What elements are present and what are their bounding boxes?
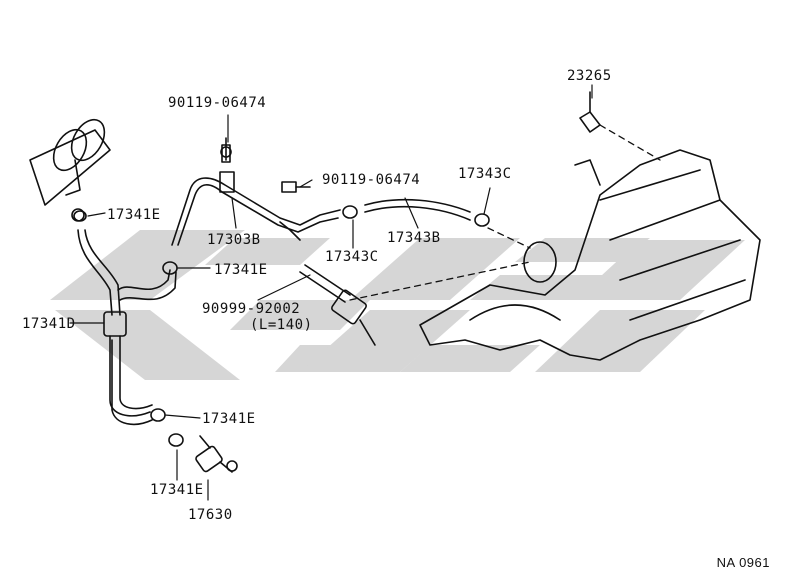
clamp-17341e-low <box>150 408 166 422</box>
label-17341e-low: 17341E <box>202 411 256 427</box>
label-23265: 23265 <box>567 68 612 84</box>
bolt-90119-upper <box>221 144 231 163</box>
diagram-code: NA 0961 <box>716 555 770 570</box>
clamp-17343c-right <box>474 213 490 227</box>
hose-17341d <box>77 229 177 426</box>
label-90119-lower: 90119-06474 <box>322 172 421 188</box>
watermark-logo <box>50 230 745 380</box>
dashed-guides <box>349 124 661 301</box>
leader-lines <box>69 84 593 501</box>
clamp-17343c-left <box>342 205 358 219</box>
label-17341e-mid: 17341E <box>214 262 268 278</box>
pipe-17303b <box>171 137 341 246</box>
label-17341d: 17341D <box>22 316 76 332</box>
intake-manifold <box>419 149 761 361</box>
hose-90999-92002 <box>299 264 376 346</box>
label-90999-92002: 90999-92002 <box>202 301 301 317</box>
label-17343b: 17343B <box>387 230 441 246</box>
hose-17343b <box>364 198 471 221</box>
label-17341e-top: 17341E <box>107 207 161 223</box>
label-90119-upper: 90119-06474 <box>168 95 267 111</box>
label-17303b: 17303B <box>207 232 261 248</box>
clamp-17341e-bottom <box>168 433 184 447</box>
sensor-23265 <box>579 91 601 133</box>
label-17343c-upper: 17343C <box>458 166 512 182</box>
clamp-17341e-mid <box>162 261 178 275</box>
clamp-17341e-top <box>73 210 87 222</box>
label-17341e-bottom: 17341E <box>150 482 204 498</box>
label-17630: 17630 <box>188 507 233 523</box>
vsv-17630 <box>195 435 238 473</box>
intake-pipe-left <box>29 118 111 222</box>
label-17343c-lower: 17343C <box>325 249 379 265</box>
label-90999-length: (L=140) <box>250 317 313 333</box>
bolt-90119-lower <box>281 181 311 193</box>
